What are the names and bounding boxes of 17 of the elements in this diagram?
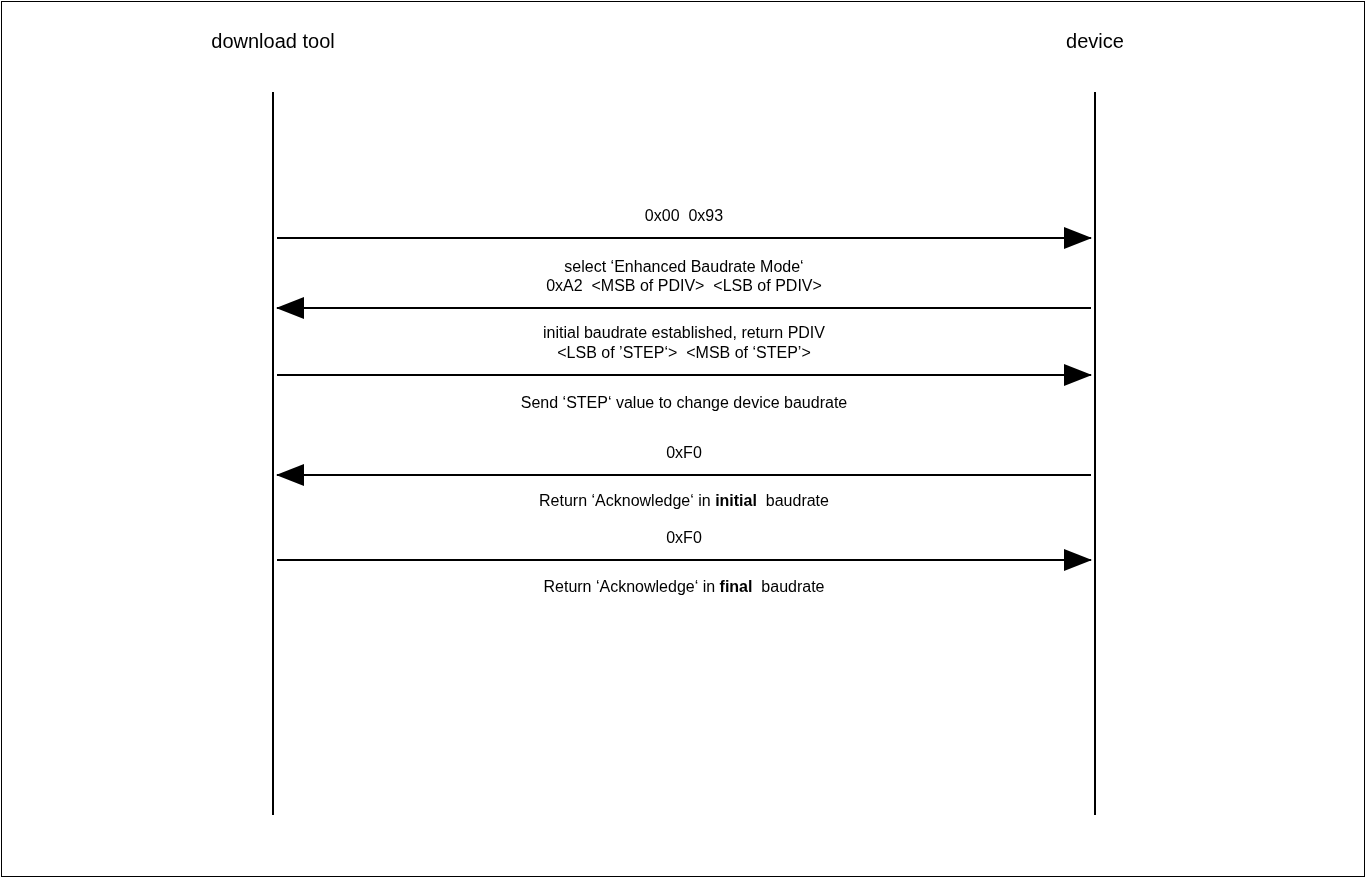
message-description: initial baudrate established, return PDIV (543, 324, 825, 342)
edge-label: 0xA2 <MSB of PDIV> <LSB of PDIV> (546, 277, 822, 295)
participant-label: download tool (211, 30, 335, 53)
message-description: Return ‘Acknowledge‘ in initial baudrate (539, 492, 829, 510)
arrow (276, 549, 1092, 571)
message-description: Send ‘STEP‘ value to change device baudrate (520, 394, 848, 412)
message-description: Return ‘Acknowledge‘ in final baudrate (543, 578, 825, 596)
edge-label: 0xF0 (666, 529, 702, 547)
arrow (276, 464, 1092, 486)
arrow (276, 227, 1092, 249)
edge-label: <LSB of ’STEP‘> <MSB of ‘STEP’> (557, 344, 811, 362)
edge-label: 0xF0 (666, 444, 702, 462)
arrow (276, 364, 1092, 386)
edge-label: 0x00 0x93 (644, 207, 724, 225)
arrow (276, 297, 1092, 319)
message-description: select ‘Enhanced Baudrate Mode‘ (564, 258, 804, 276)
participant-label: device (1066, 30, 1124, 53)
